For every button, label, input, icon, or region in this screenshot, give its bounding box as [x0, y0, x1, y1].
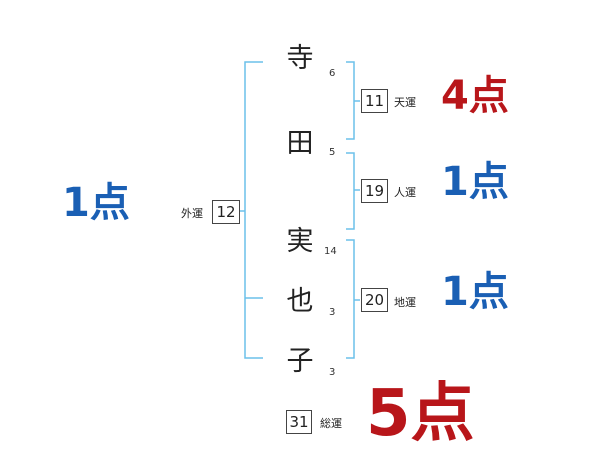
souun-label: 総運 [320, 417, 342, 430]
souun-value-box: 31 [286, 410, 312, 434]
chiun-score: 1点 [441, 269, 509, 315]
gaiun-bracket [244, 61, 263, 359]
gaiun-value-box: 12 [212, 200, 240, 224]
name-char-2: 田 [286, 128, 314, 159]
stroke-count-2: 5 [329, 147, 336, 158]
gaiun-score: 1点 [62, 180, 130, 226]
stroke-count-4: 3 [329, 307, 336, 318]
tenun-label: 天運 [394, 96, 416, 109]
souun-score: 5点 [366, 377, 475, 451]
stroke-count-1: 6 [329, 68, 336, 79]
tenun-bracket [346, 61, 355, 140]
chiun-label: 地運 [394, 296, 416, 309]
stroke-count-5: 3 [329, 367, 336, 378]
jinun-label: 人運 [394, 186, 416, 199]
tenun-score: 4点 [441, 73, 509, 119]
name-char-1: 寺 [286, 43, 314, 74]
jinun-bracket [346, 152, 355, 230]
stroke-count-3: 14 [324, 246, 337, 257]
gaiun-label: 外運 [181, 207, 203, 220]
jinun-score: 1点 [441, 159, 509, 205]
jinun-value-box: 19 [361, 179, 388, 203]
chiun-value-box: 20 [361, 288, 388, 312]
chiun-bracket [346, 239, 355, 359]
tenun-value-box: 11 [361, 89, 388, 113]
name-char-5: 子 [286, 346, 314, 377]
name-char-4: 也 [286, 286, 314, 317]
name-char-3: 実 [286, 226, 314, 257]
